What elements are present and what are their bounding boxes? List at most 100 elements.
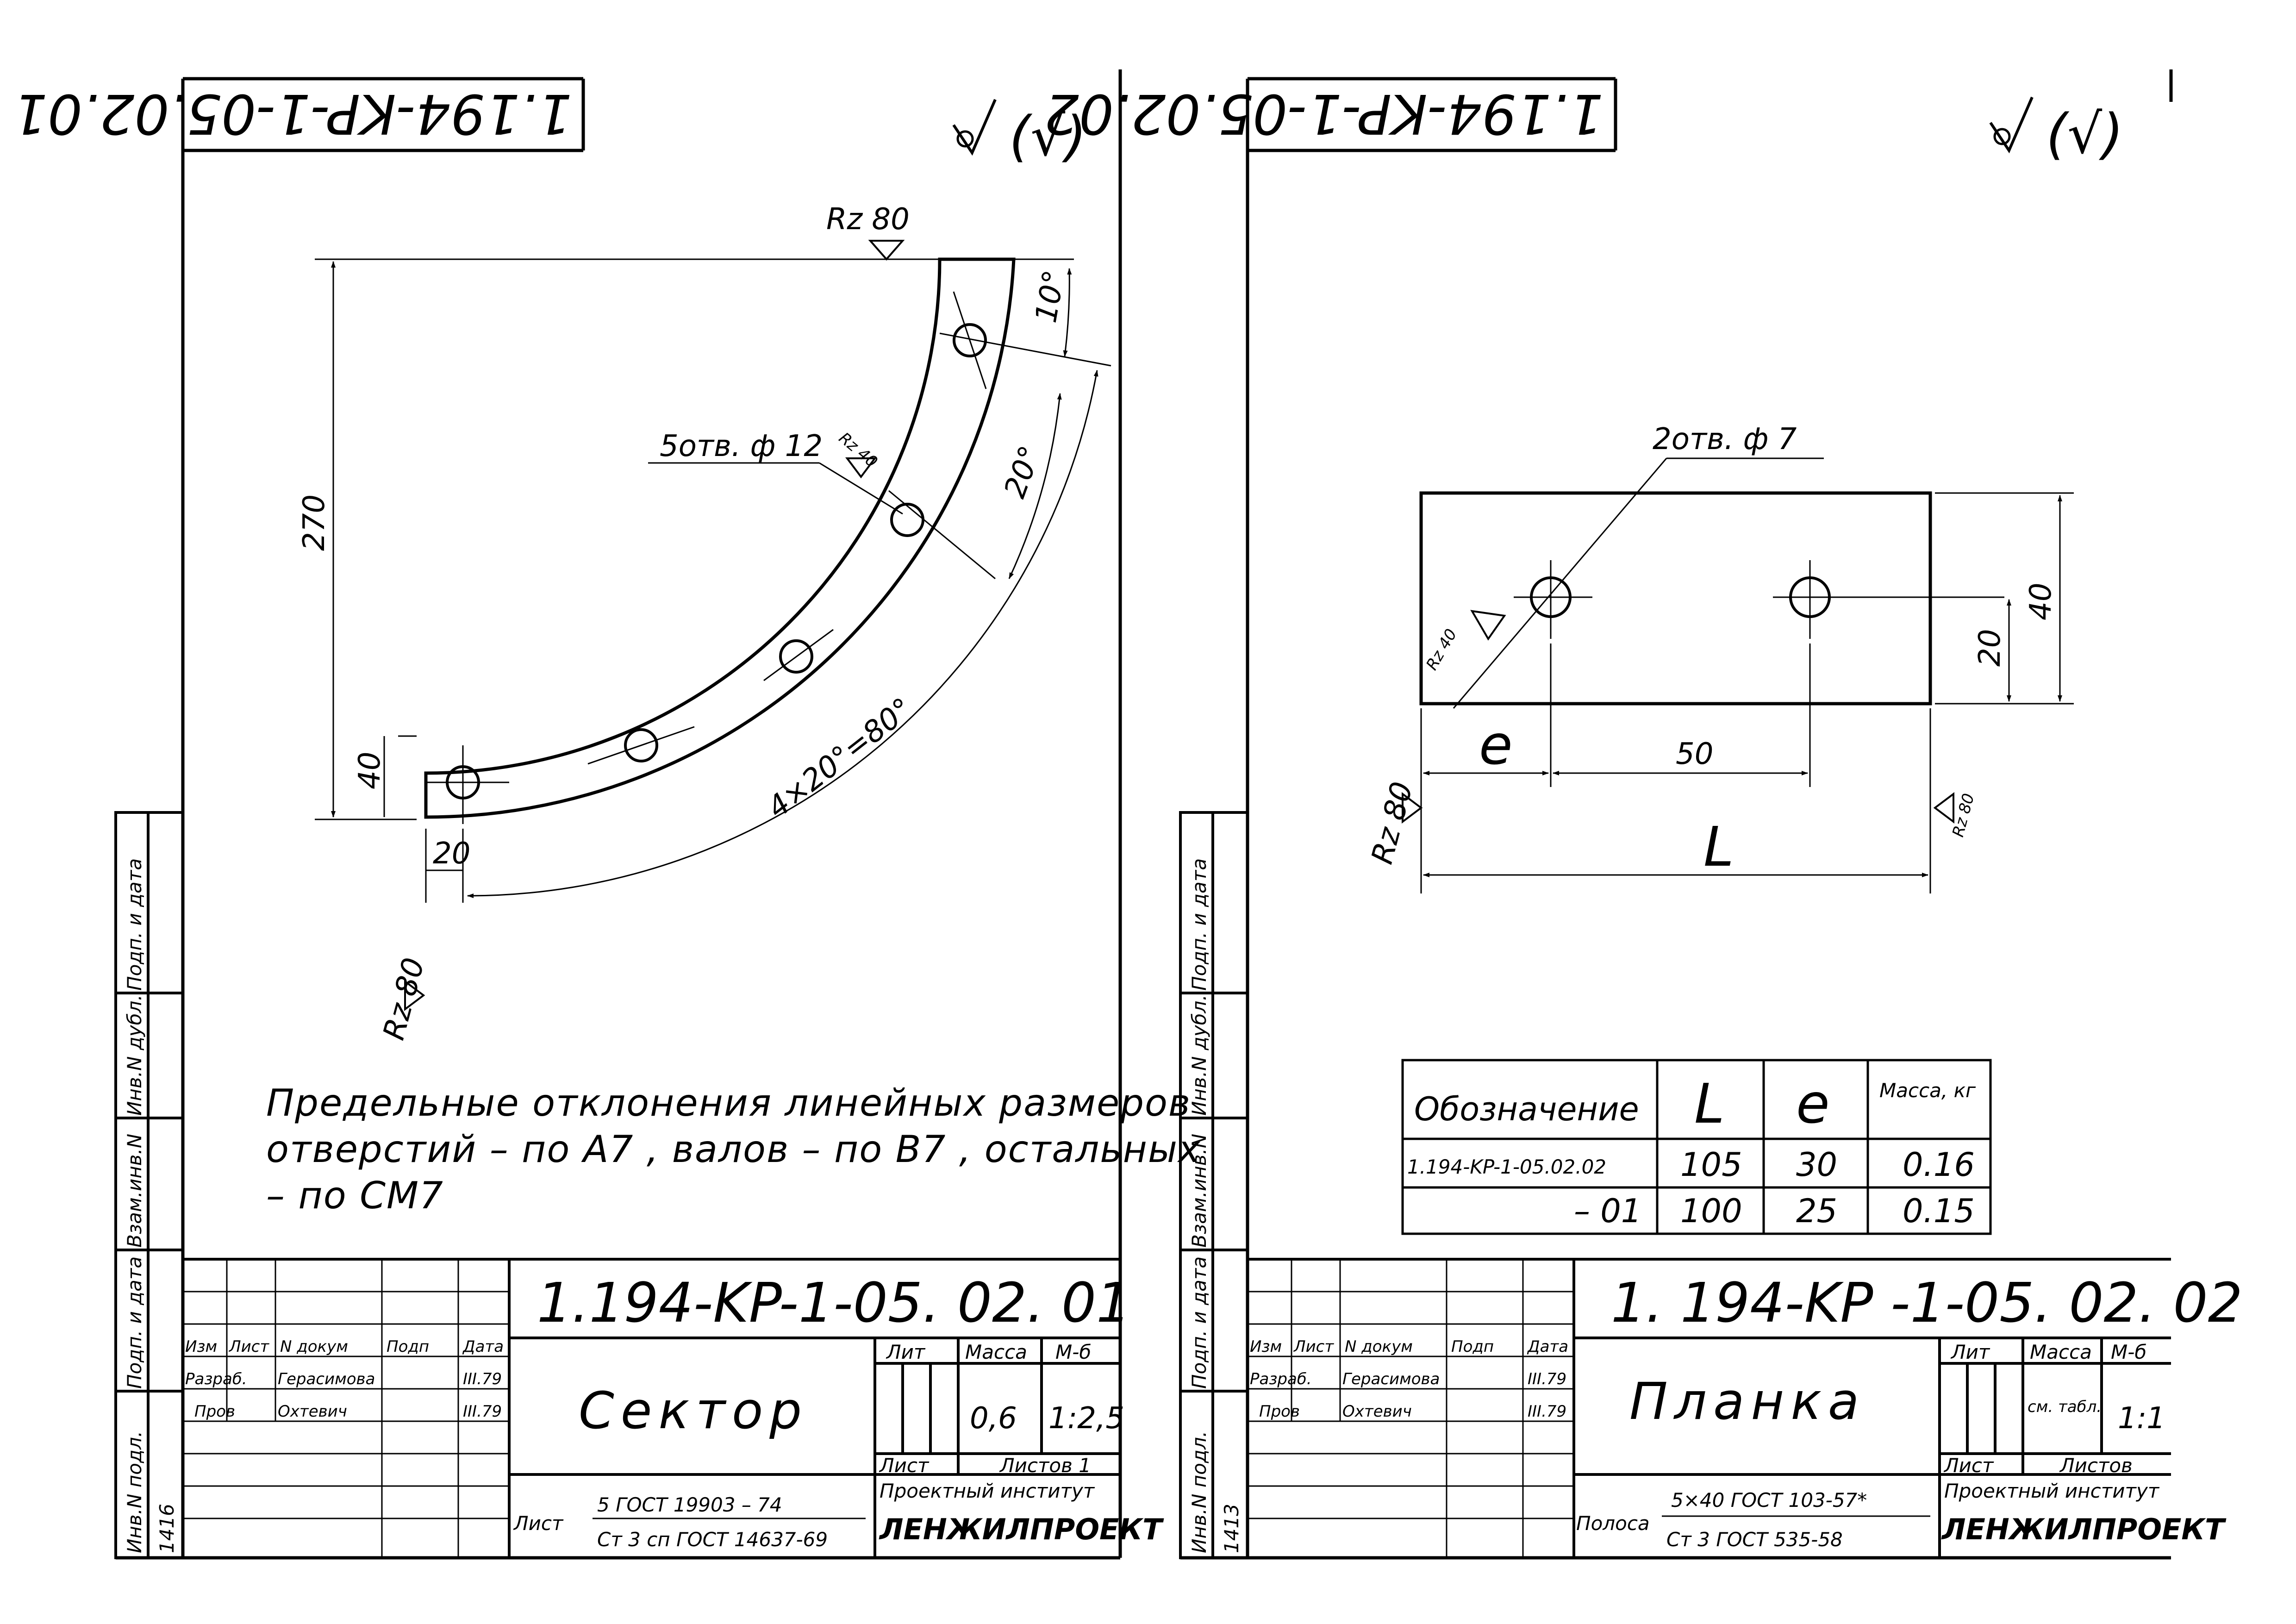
svg-text:Подп. и дата: Подп. и дата [1188, 858, 1210, 991]
svg-text:Инв.N дубл.: Инв.N дубл. [123, 994, 146, 1116]
right-side-stamp: Инв.N подл. Подп. и дата Взам.инв.N Инв.… [1179, 811, 1249, 1559]
svg-text:отверстий – по A7 , валов – по: отверстий – по A7 , валов – по B7 , оста… [266, 1128, 1201, 1171]
svg-text:Инв.N подл.: Инв.N подл. [1188, 1431, 1210, 1553]
svg-text:М-б: М-б [2111, 1341, 2146, 1363]
dim-20-left: 20 [433, 837, 470, 871]
svg-text:Проектный институт: Проектный институт [1944, 1480, 2160, 1502]
svg-text:Дата: Дата [462, 1337, 504, 1356]
svg-text:Взам.инв.N: Взам.инв.N [123, 1134, 146, 1248]
svg-text:Лит: Лит [886, 1341, 926, 1363]
svg-text:Подп. и дата: Подп. и дата [1188, 1256, 1210, 1389]
svg-text:Rz 40: Rz 40 [835, 429, 881, 471]
svg-text:1413: 1413 [1220, 1504, 1243, 1553]
holes-note-left: 5отв. ф 12 [660, 429, 823, 463]
svg-text:Rz 80: Rz 80 [1365, 778, 1420, 868]
right-mass: см. табл. [2028, 1398, 2102, 1416]
sector-dimensions [315, 258, 1098, 903]
roughness-left-plate: Rz 80 [1365, 778, 1423, 868]
svg-text:Лист: Лист [1943, 1454, 1994, 1477]
svg-text:e: e [1796, 1072, 1830, 1136]
roughness-right-plate: Rz 80 [1933, 792, 1978, 839]
dim-L: L [1703, 815, 1734, 879]
svg-text:1.194-KP-1-05.02.02: 1.194-KP-1-05.02.02 [1407, 1156, 1606, 1178]
left-side-stamp: Инв.N подл. Подп. и дата Взам.инв.N Инв.… [114, 811, 184, 1559]
svg-text:Лист: Лист [1293, 1337, 1334, 1356]
right-sheet: 1.194-KP-1-05.02.02 (√) [1044, 69, 2243, 1560]
svg-text:Ст 3 ГОСТ 535-58: Ст 3 ГОСТ 535-58 [1666, 1528, 1843, 1551]
svg-text:– 01: – 01 [1574, 1192, 1641, 1230]
svg-text:25: 25 [1796, 1192, 1837, 1230]
svg-text:Полоса: Полоса [1576, 1512, 1650, 1535]
angle-10: 10° [1029, 268, 1072, 325]
svg-text:Масса: Масса [2030, 1341, 2092, 1363]
holes-note-right: 2отв. ф 7 [1653, 422, 1797, 456]
svg-text:Предельные отклонения линейных: Предельные отклонения линейных размеров [266, 1081, 1191, 1124]
left-institute-stamp: ЛЕНЖИЛПРОЕКТ [879, 1512, 1164, 1546]
roughness-hole-right: Rz 40 [1423, 610, 1506, 674]
dim-e: e [1479, 713, 1513, 777]
svg-text:Проектный институт: Проектный институт [880, 1480, 1095, 1502]
svg-text:III.79: III.79 [463, 1370, 502, 1388]
right-corner-code: 1.194-KP-1-05.02.02 [1044, 82, 1603, 146]
left-title-code: 1.194-KP-1-05. 02. 01 [537, 1271, 1131, 1335]
svg-text:(√): (√) [2046, 102, 2123, 166]
svg-text:Пров: Пров [194, 1402, 235, 1421]
plate-dimensions [1420, 492, 2074, 893]
svg-text:N докум: N докум [280, 1337, 348, 1356]
svg-text:Масса: Масса [965, 1341, 1027, 1363]
svg-text:L: L [1694, 1072, 1725, 1136]
svg-text:0.16: 0.16 [1903, 1146, 1975, 1184]
dim-40-left: 40 [353, 752, 387, 789]
plate-part: 2отв. ф 7 40 20 e 50 L Rz 40 Rz 80 Rz 80 [1365, 422, 2074, 893]
right-part-name: Планка [1629, 1372, 1866, 1431]
left-scale: 1:2,5 [1048, 1401, 1124, 1436]
svg-text:М-б: М-б [1055, 1341, 1091, 1363]
svg-text:Rz 80: Rz 80 [377, 954, 431, 1043]
svg-text:100: 100 [1680, 1192, 1742, 1230]
dim-20-right: 20 [1973, 629, 2007, 667]
svg-text:N докум: N докум [1345, 1337, 1413, 1356]
right-institute-stamp: ЛЕНЖИЛПРОЕКТ [1941, 1512, 2227, 1546]
svg-text:Подп: Подп [1451, 1337, 1494, 1356]
svg-text:Изм: Изм [1250, 1337, 1282, 1356]
svg-text:Разраб.: Разраб. [185, 1370, 247, 1388]
left-finish-mark: (√) [952, 99, 1086, 168]
svg-text:5 ГОСТ 19903 – 74: 5 ГОСТ 19903 – 74 [597, 1493, 782, 1516]
svg-text:Обозначение: Обозначение [1414, 1090, 1639, 1128]
right-finish-mark: (√) [1989, 96, 2123, 166]
svg-text:Масса, кг: Масса, кг [1879, 1079, 1976, 1102]
left-title-block: 1.194-KP-1-05. 02. 01 Сектор Лит Масса М… [183, 1258, 1164, 1558]
svg-text:Дата: Дата [1527, 1337, 1568, 1356]
left-mass: 0,6 [970, 1401, 1017, 1436]
svg-text:Охтевич: Охтевич [278, 1402, 347, 1421]
svg-text:III.79: III.79 [1528, 1370, 1566, 1388]
svg-text:Подп: Подп [387, 1337, 429, 1356]
svg-text:Инв.N подл.: Инв.N подл. [123, 1431, 146, 1553]
svg-text:III.79: III.79 [463, 1402, 502, 1421]
svg-text:Изм: Изм [185, 1337, 217, 1356]
svg-text:30: 30 [1796, 1146, 1837, 1184]
right-title-block: 1. 194-KP -1-05. 02. 02 Планка Лит Масса… [1248, 1258, 2243, 1558]
svg-text:Rz 80: Rz 80 [826, 202, 910, 237]
dim-270: 270 [297, 494, 331, 551]
dim-50: 50 [1676, 737, 1713, 771]
svg-text:III.79: III.79 [1528, 1402, 1566, 1421]
left-corner-code: 1.194-KP-1-05.02.01 [13, 82, 572, 146]
sector-axes [426, 291, 1111, 824]
plate-axes [1453, 457, 2004, 709]
svg-text:0.15: 0.15 [1903, 1192, 1975, 1230]
roughness-top: Rz 80 [826, 202, 910, 261]
left-part-name: Сектор [579, 1381, 808, 1440]
tolerance-note: Предельные отклонения линейных размеров … [266, 1081, 1201, 1217]
roughness-hole-left: Rz 40 [835, 429, 881, 479]
svg-text:Лист: Лист [228, 1337, 269, 1356]
svg-text:Подп. и дата: Подп. и дата [123, 1256, 146, 1389]
svg-text:Герасимова: Герасимова [278, 1370, 375, 1388]
svg-text:Лит: Лит [1950, 1341, 1990, 1363]
svg-text:(√): (√) [1009, 104, 1086, 168]
svg-text:Подп. и дата: Подп. и дата [123, 858, 146, 991]
svg-text:Листов: Листов [2059, 1454, 2133, 1477]
svg-text:Взам.инв.N: Взам.инв.N [1188, 1134, 1210, 1248]
svg-text:105: 105 [1680, 1146, 1742, 1184]
